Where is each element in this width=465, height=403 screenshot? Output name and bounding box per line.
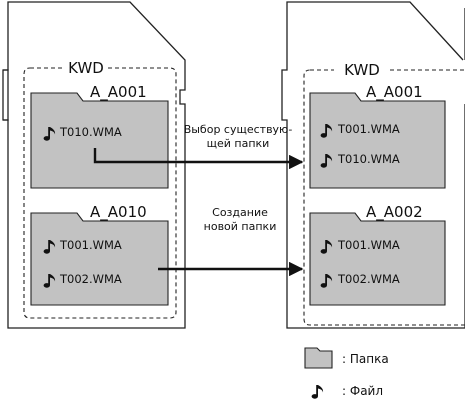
- file-name: T001.WMA: [59, 238, 122, 252]
- folder-name: A_A001: [90, 83, 147, 102]
- right-card-outline: [281, 1, 465, 329]
- folder-icon: [309, 212, 446, 306]
- label-backdrop: [340, 61, 384, 79]
- right-group-box: [303, 69, 465, 326]
- left-group-label: KWD: [68, 59, 104, 77]
- file-name: T010.WMA: [337, 152, 400, 166]
- music-note-icon: [311, 385, 324, 399]
- left-card-notch: [3, 69, 9, 121]
- arrow-caption-line-1: Создание: [212, 206, 268, 219]
- folder-name: A_A001: [366, 83, 423, 102]
- arrow-caption-line-2: щей папки: [207, 137, 270, 150]
- legend: : Папка : Файл: [304, 347, 389, 399]
- left-folder-a-a010: A_A010 T001.WMA T002.WMA: [30, 203, 169, 306]
- file-name: T002.WMA: [59, 272, 122, 286]
- legend-file-label: : Файл: [342, 384, 383, 398]
- right-storage-card: KWD A_A001 T001.WMA T010.WMA A_A002 T001…: [281, 1, 465, 329]
- folder-icon: [304, 347, 333, 369]
- legend-folder-label: : Папка: [342, 352, 389, 366]
- right-folder-a-a001: A_A001 T001.WMA T010.WMA: [309, 83, 446, 189]
- arrow-caption-line-1: Выбор существую-: [184, 123, 293, 136]
- folder-icon: [30, 92, 169, 189]
- file-name: T001.WMA: [337, 122, 400, 136]
- arrow-caption-line-2: новой папки: [204, 220, 277, 233]
- left-card-outline: [2, 1, 186, 329]
- right-folder-a-a002: A_A002 T001.WMA T002.WMA: [309, 203, 446, 306]
- folder-name: A_A002: [366, 203, 423, 222]
- folder-icon: [30, 212, 169, 306]
- move-to-existing-folder-arrow: Выбор существую- щей папки: [93, 123, 304, 170]
- folder-name: A_A010: [90, 203, 147, 222]
- right-group-label: KWD: [344, 61, 380, 79]
- folder-icon: [309, 92, 446, 189]
- file-name: T002.WMA: [337, 272, 400, 286]
- left-folder-a-a001: A_A001 T010.WMA: [30, 83, 169, 189]
- left-group-box: [23, 67, 177, 319]
- arrow-line: [93, 148, 304, 170]
- create-new-folder-arrow: Создание новой папки: [158, 206, 304, 277]
- label-backdrop: [64, 59, 108, 77]
- file-name: T010.WMA: [59, 125, 122, 139]
- left-storage-card: KWD A_A001 T010.WMA A_A010 T001.WMA T002…: [2, 1, 186, 329]
- file-name: T001.WMA: [337, 238, 400, 252]
